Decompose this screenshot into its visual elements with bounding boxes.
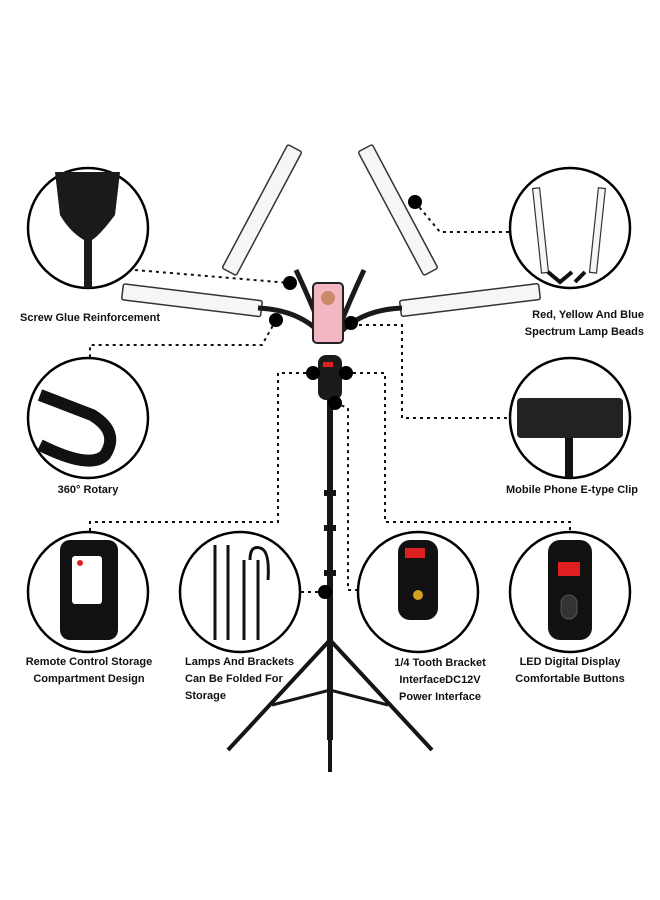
label-screw: Screw Glue Reinforcement [20,312,160,324]
callout-lines [89,201,571,593]
label-remote: Remote Control Storage Compartment Desig… [26,654,153,688]
label-fold-line1: Lamps And Brackets [185,656,295,668]
label-led-line2: Comfortable Buttons [515,673,625,685]
detail-beads [508,166,632,290]
label-clip: Mobile Phone E-type Clip [505,484,639,496]
label-bracket-line3: Power Interface [399,691,481,703]
phone [312,282,344,344]
label-bracket-line2: InterfaceDC12V [399,674,481,686]
label-fold-line3: Storage [185,690,226,702]
label-rotary: 360° Rotary [57,484,119,496]
label-led: LED Digital Display Comfortable Buttons [515,654,624,688]
label-beads: Red, Yellow And Blue Spectrum Lamp Beads [525,307,644,341]
label-led-line1: LED Digital Display [519,656,621,668]
label-remote-line2: Compartment Design [33,673,145,685]
label-beads-line2: Spectrum Lamp Beads [524,326,644,338]
label-bracket-line1: 1/4 Tooth Bracket [394,657,486,669]
label-fold-line2: Can Be Folded For [185,673,283,685]
label-fold: Lamps And Brackets Can Be Folded For Sto… [185,654,294,705]
lamp-arms [121,144,541,337]
marker-dots [269,195,422,599]
label-remote-line1: Remote Control Storage [25,656,153,668]
detail-fold [178,530,302,654]
tripod [226,638,434,772]
label-bracket: 1/4 Tooth Bracket InterfaceDC12V Power I… [394,655,486,706]
label-beads-line1: Red, Yellow And Blue [532,309,644,321]
